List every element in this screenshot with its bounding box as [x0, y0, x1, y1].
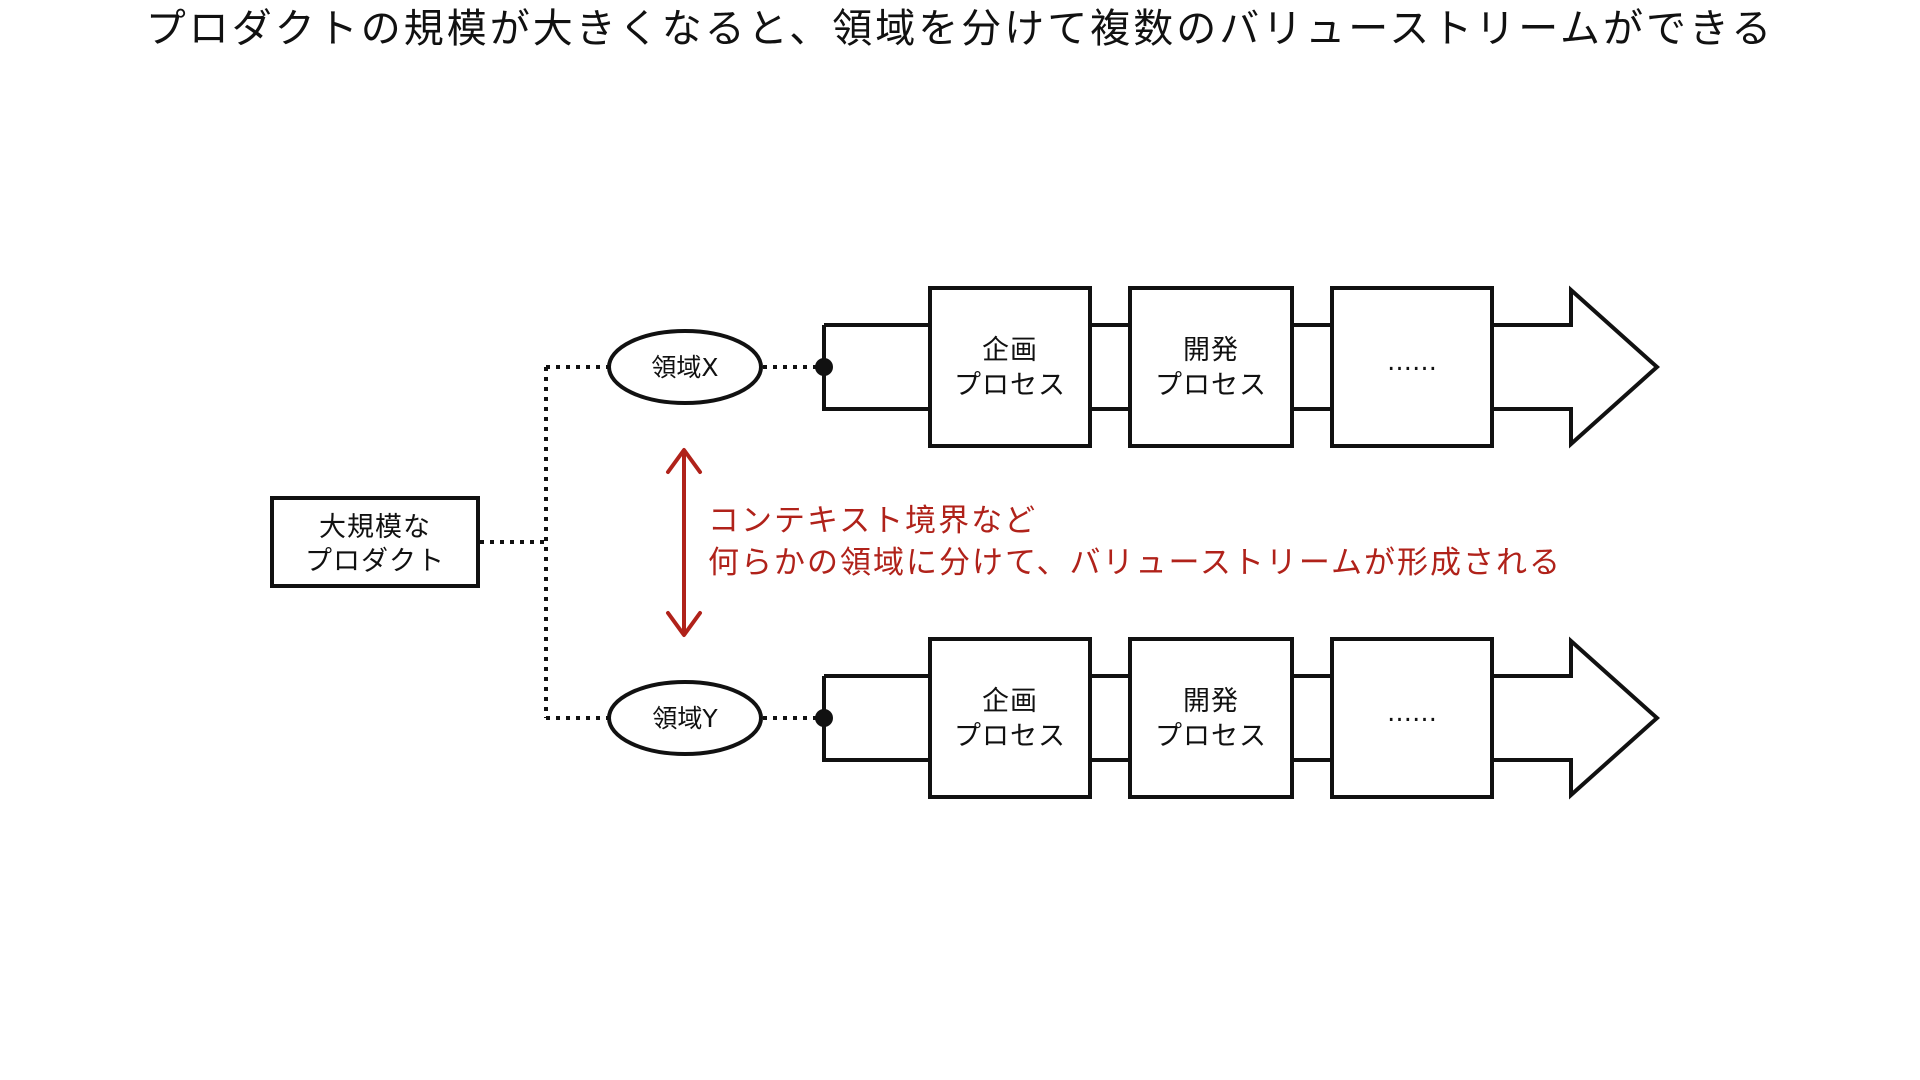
domain-x-step-3: [1330, 286, 1494, 448]
domain-x-step-3-line1: ……: [1387, 347, 1437, 376]
domain-y-label: 領域Y: [652, 704, 718, 733]
page-title: プロダクトの規模が大きくなると、領域を分けて複数のバリューストリームができる: [145, 6, 1775, 52]
domain-x-step-2: [1128, 286, 1294, 448]
domain-x-step-1-line2: プロセス: [954, 370, 1066, 401]
domain-x-step-2-line2: プロセス: [1155, 370, 1267, 401]
product-to-domain-connectors: [480, 365, 608, 720]
domain-y-stream-arrow: [822, 636, 1660, 800]
product-label-line2: プロダクト: [305, 546, 445, 577]
domain-x-label: 領域X: [651, 353, 718, 382]
domain-y-step-3-line1: ……: [1387, 698, 1437, 727]
domain-x-step-1-line1: 企画: [982, 335, 1038, 366]
domain-x-row: 領域X 企画 プロセス 開発 プロセス ……: [607, 285, 1660, 449]
boundary-double-arrow-icon: [666, 448, 702, 637]
domain-y-ellipse: [607, 680, 763, 756]
domain-x-stream-arrow: [822, 285, 1660, 449]
domain-y-step-1-line1: 企画: [982, 686, 1038, 717]
domain-x-step-2-line1: 開発: [1183, 335, 1239, 366]
domain-y-step-3: [1330, 637, 1494, 799]
domain-y-step-1: [928, 637, 1092, 799]
annotation-line1: コンテキスト境界など: [708, 503, 1037, 539]
domain-y-row: 領域Y 企画 プロセス 開発 プロセス ……: [607, 636, 1660, 800]
domain-y-step-2: [1128, 637, 1294, 799]
domain-y-step-1-line2: プロセス: [954, 721, 1066, 752]
domain-y-step-2-line1: 開発: [1183, 686, 1239, 717]
product-node: 大規模な プロダクト: [270, 496, 480, 588]
product-label-line1: 大規模な: [319, 512, 431, 543]
domain-x-ellipse: [607, 329, 763, 405]
annotation-line2: 何らかの領域に分けて、バリューストリームが形成される: [708, 545, 1562, 581]
domain-y-step-2-line2: プロセス: [1155, 721, 1267, 752]
domain-x-step-1: [928, 286, 1092, 448]
